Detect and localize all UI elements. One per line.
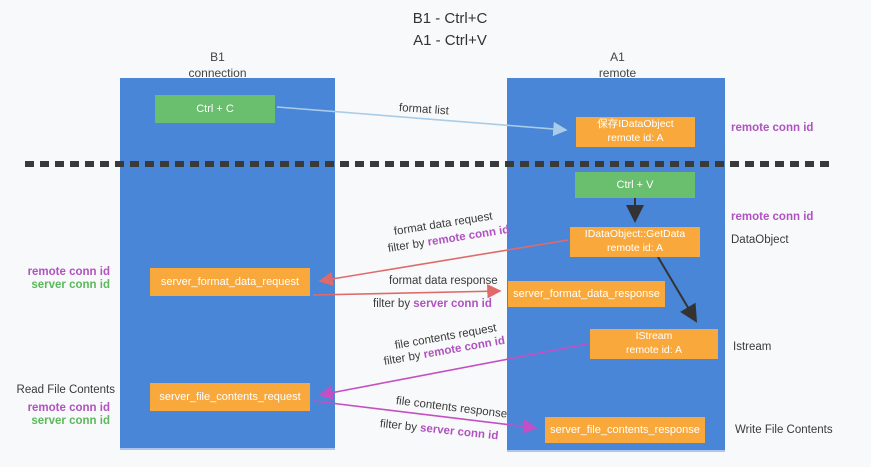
dashed-divider — [25, 161, 831, 167]
right-label-write-file-contents: Write File Contents — [735, 424, 833, 436]
node-server-file-contents-response: server_file_contents_response — [545, 417, 705, 443]
lane-header-b1: B1 connection — [150, 50, 285, 81]
node-save-idataobject-line1: 保存IDataObject — [597, 118, 674, 131]
node-ctrl-c: Ctrl + C — [155, 95, 275, 123]
node-idataobject-getdata-line1: IDataObject::GetData — [584, 228, 686, 241]
node-server-format-data-response-label: server_format_data_response — [513, 287, 660, 300]
left-label-remote-conn-id-2: remote conn id — [27, 402, 110, 414]
node-ctrl-v: Ctrl + V — [575, 172, 695, 198]
lane-b1-subtitle: connection — [188, 65, 247, 80]
title-line-1: B1 - Ctrl+C — [412, 10, 488, 27]
edge-label-file-contents-response: file contents response — [395, 395, 508, 421]
node-ctrl-c-label: Ctrl + C — [196, 102, 234, 115]
node-ctrl-v-label: Ctrl + V — [616, 178, 654, 191]
node-server-file-contents-response-label: server_file_contents_response — [550, 423, 700, 436]
node-server-file-contents-request-label: server_file_contents_request — [159, 390, 301, 403]
node-istream-line2: remote id: A — [625, 344, 683, 356]
filter-by-text: filter by — [379, 418, 418, 434]
edge-label-format-list: format list — [398, 102, 450, 118]
title-line-2: A1 - Ctrl+V — [413, 31, 487, 49]
left-label-read-file-contents: Read File Contents — [16, 384, 115, 396]
node-istream: IStream remote id: A — [590, 329, 718, 359]
edge-label-filter-server-1: filter by server conn id — [373, 298, 492, 310]
left-label-remote-conn-id-1: remote conn id — [27, 266, 110, 278]
right-label-dataobject: DataObject — [731, 234, 789, 246]
node-server-file-contents-request: server_file_contents_request — [150, 383, 310, 411]
filter-by-text: filter by — [373, 298, 411, 310]
lane-a1-title: A1 — [610, 50, 625, 64]
node-istream-line1: IStream — [635, 330, 673, 343]
lane-header-a1: A1 remote — [550, 50, 685, 81]
left-label-server-conn-id-1: server conn id — [31, 279, 110, 291]
right-label-remote-conn-id-mid: remote conn id — [731, 211, 814, 223]
edge-label-filter-server-2: filter by server conn id — [379, 418, 499, 442]
diagram-title: B1 - Ctrl+C A1 - Ctrl+V — [30, 8, 870, 52]
server-conn-id-text: server conn id — [419, 422, 499, 443]
node-idataobject-getdata-line2: remote id: A — [606, 242, 664, 254]
node-server-format-data-response: server_format_data_response — [508, 281, 665, 307]
filter-by-text: filter by — [382, 349, 422, 368]
left-label-server-conn-id-2: server conn id — [31, 415, 110, 427]
filter-by-text: filter by — [387, 237, 426, 255]
node-save-idataobject: 保存IDataObject remote id: A — [576, 117, 695, 147]
node-idataobject-getdata: IDataObject::GetData remote id: A — [570, 227, 700, 257]
lane-a1-subtitle: remote — [598, 65, 637, 80]
edge-label-format-data-response: format data response — [389, 275, 498, 287]
node-server-format-data-request: server_format_data_request — [150, 268, 310, 296]
node-save-idataobject-line2: remote id: A — [607, 132, 664, 144]
server-conn-id-text: server conn id — [413, 298, 492, 310]
lane-b1-title: B1 — [210, 50, 225, 64]
node-server-format-data-request-label: server_format_data_request — [160, 275, 300, 288]
right-label-remote-conn-id-top: remote conn id — [731, 122, 814, 134]
arrow-format-data-response — [312, 284, 502, 299]
right-label-istream: Istream — [733, 341, 772, 353]
